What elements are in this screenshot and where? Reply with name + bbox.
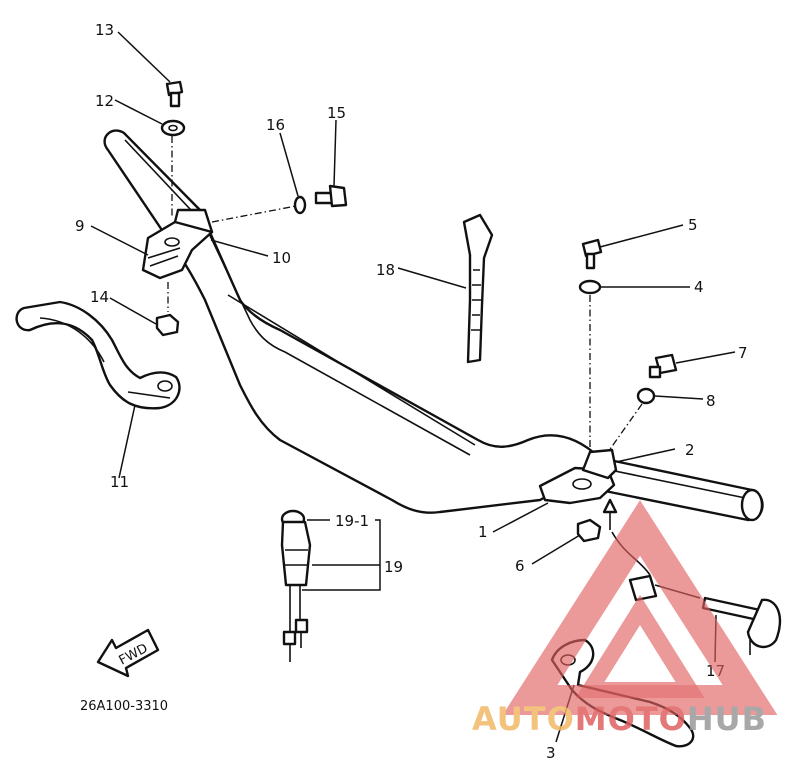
label-5: 5 [688, 216, 698, 234]
label-15: 15 [327, 104, 346, 122]
nut-6 [576, 518, 602, 543]
label-2: 2 [685, 441, 695, 459]
bolt-13 [165, 80, 184, 108]
watermark-hub: HUB [687, 700, 767, 738]
label-19-1: 19-1 [335, 512, 369, 530]
fwd-arrow: FWD [96, 628, 160, 678]
nut-8 [636, 387, 656, 405]
watermark-moto: MOTO [575, 700, 687, 738]
label-7: 7 [738, 344, 748, 362]
leader-lines [90, 31, 736, 743]
watermark-triangle-icon [502, 500, 778, 715]
watermark-text: AUTOMOTOHUB [472, 700, 767, 738]
switch-19 [280, 509, 312, 662]
left-lever-holder [141, 208, 214, 280]
label-14: 14 [90, 288, 109, 306]
label-4: 4 [694, 278, 704, 296]
diagram-code: 26A100-3310 [80, 699, 168, 714]
screw-7 [648, 353, 678, 379]
left-lever [15, 300, 181, 410]
label-6: 6 [515, 557, 525, 575]
label-1: 1 [478, 523, 488, 541]
nut-14 [155, 313, 180, 337]
label-3: 3 [546, 744, 556, 762]
label-8: 8 [706, 392, 716, 410]
washer-4 [578, 279, 602, 295]
label-16: 16 [266, 116, 285, 134]
label-9: 9 [75, 217, 85, 235]
washer-16 [293, 195, 307, 215]
watermark-auto: AUTO [472, 700, 575, 738]
right-lever-holder [538, 448, 618, 505]
screw-15 [314, 184, 348, 208]
label-12: 12 [95, 92, 114, 110]
label-10: 10 [272, 249, 291, 267]
washer-12 [160, 119, 186, 137]
label-11: 11 [110, 473, 129, 491]
label-13: 13 [95, 21, 114, 39]
label-19: 19 [384, 558, 403, 576]
handlebar [103, 129, 764, 522]
cable-tie-18 [462, 213, 494, 364]
label-18: 18 [376, 261, 395, 279]
watermark: AUTOMOTOHUB [472, 500, 778, 738]
bolt-5 [581, 238, 603, 270]
